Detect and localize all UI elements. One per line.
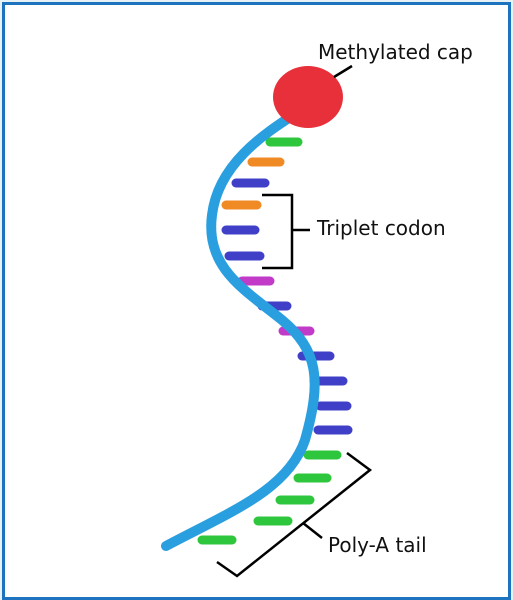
cap-pointer-line <box>334 66 352 77</box>
methylated-cap-label: Methylated cap <box>318 40 473 64</box>
mrna-backbone <box>166 112 315 546</box>
methylated-cap <box>273 66 343 128</box>
triplet-codon-label: Triplet codon <box>317 216 446 240</box>
codon-bracket <box>262 195 310 268</box>
poly-a-tail-label: Poly-A tail <box>328 533 427 557</box>
polya-bracket <box>217 453 370 576</box>
